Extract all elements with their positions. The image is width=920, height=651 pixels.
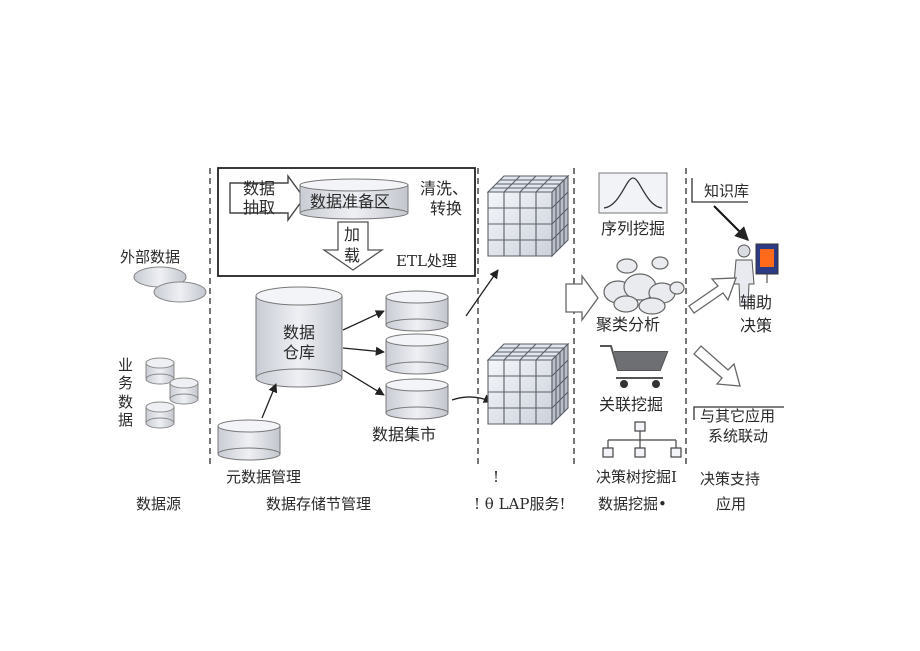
mining-caption: 数据挖掘•	[598, 495, 667, 513]
arrow-to-mart-3	[342, 369, 385, 396]
business-db-2	[169, 377, 199, 405]
storage-column: 数据 抽取 数据准备区 清洗、 转换 加 载 ETL处理 数据 仓库	[217, 167, 476, 513]
link-label-1: 与其它应用	[700, 407, 775, 425]
mining-input-arrow	[565, 274, 599, 322]
arrow-up-right	[688, 277, 737, 314]
presentation-screen-icon	[755, 243, 779, 283]
external-data-label: 外部数据	[120, 248, 180, 266]
aid-decision-label-1: 辅助	[740, 293, 772, 312]
knowledge-base-bracket	[691, 178, 748, 203]
metadata-db	[217, 419, 281, 461]
person-icon	[733, 244, 755, 307]
olap-column: ! ! θ LAP服务!	[451, 174, 570, 513]
datamart-3	[385, 378, 449, 420]
metadata-caption: 元数据管理	[226, 468, 301, 486]
olap-arrow-bottom	[451, 394, 493, 403]
extract-label-2: 抽取	[243, 198, 275, 217]
decision-tree-icon	[602, 421, 682, 458]
warehouse-label-1: 数据	[283, 323, 315, 342]
shopping-cart-icon	[600, 345, 669, 388]
storage-caption: 数据存储节管理	[266, 495, 371, 513]
cluster-label: 聚类分析	[596, 315, 660, 334]
arrow-to-mart-1	[342, 310, 385, 331]
olap-caption: ! θ LAP服务!	[474, 495, 566, 513]
association-label: 关联挖掘	[599, 395, 663, 414]
knowledge-base-label: 知识库	[704, 182, 749, 200]
link-label-2: 系统联动	[708, 427, 768, 445]
olap-cube-bottom	[486, 342, 570, 426]
decision-column: 知识库 辅助 决策 与其它应用 系统联动 决策支持 应用	[688, 178, 784, 513]
warehouse-label-2: 仓库	[283, 343, 315, 362]
datamart-label: 数据集市	[372, 425, 436, 444]
olap-mark: !	[493, 468, 499, 486]
datamart-1	[385, 290, 449, 332]
cluster-clouds	[603, 256, 685, 315]
decision-caption-2: 应用	[716, 495, 746, 513]
load-arrow	[321, 221, 385, 271]
etl-label: ETL处理	[396, 252, 457, 270]
decision-caption-1: 决策支持	[700, 470, 760, 488]
mining-column: 序列挖掘 聚类分析 关联挖掘	[565, 172, 685, 513]
datamart-2	[385, 333, 449, 375]
business-data-char-4: 据	[118, 411, 133, 429]
business-db-3	[145, 401, 175, 429]
staging-label: 数据准备区	[310, 192, 390, 211]
business-data-char-1: 业	[118, 356, 133, 374]
data-source-column: 外部数据 业 务 数 据 数据源	[118, 248, 207, 513]
decision-tree-label: 决策树挖掘I	[596, 468, 677, 486]
extract-arrow	[229, 173, 305, 223]
external-disk-2	[153, 281, 207, 303]
arrow-to-mart-2	[342, 346, 385, 356]
sequence-label: 序列挖掘	[601, 219, 665, 238]
data-source-caption: 数据源	[136, 495, 181, 513]
etl-box	[217, 167, 476, 277]
column-dividers	[209, 168, 687, 468]
data-warehouse: 数据 仓库	[255, 286, 343, 388]
metadata-arrow	[261, 383, 278, 419]
business-db-1	[145, 357, 175, 385]
clean-label-2: 转换	[430, 199, 462, 218]
business-data-char-3: 数	[118, 393, 133, 411]
link-bracket	[693, 406, 784, 420]
knowledge-arrow	[713, 205, 749, 241]
business-data-char-2: 务	[118, 374, 133, 392]
sequence-chart	[598, 172, 668, 214]
olap-arrow-top	[465, 269, 499, 317]
aid-decision-label-2: 决策	[740, 316, 772, 335]
arrow-down-right	[693, 345, 741, 387]
extract-label-1: 数据	[243, 179, 275, 198]
clean-label-1: 清洗、	[420, 179, 468, 198]
load-label-1: 加	[344, 225, 360, 244]
load-label-2: 载	[344, 246, 360, 265]
staging-area: 数据准备区	[299, 178, 409, 220]
olap-cube-top	[486, 174, 570, 258]
